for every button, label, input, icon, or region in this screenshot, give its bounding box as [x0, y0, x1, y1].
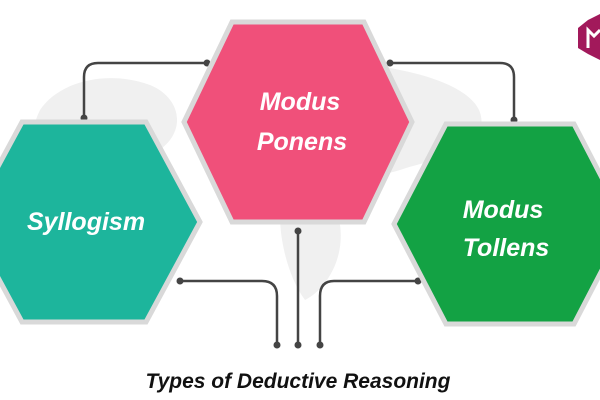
hexagon-modus-tollens: [391, 121, 600, 327]
connector-ponens-syllogism: [82, 61, 207, 118]
label-modus-ponens-line2: Ponens: [257, 128, 347, 156]
label-modus-tollens-line2: Tollens: [463, 234, 550, 262]
label-modus-tollens-line1: Modus: [463, 196, 544, 224]
node-modus-ponens: Modus Ponens: [181, 19, 415, 225]
hexagon-modus-ponens: [181, 19, 415, 225]
hexagon-logo-icon: [578, 14, 600, 60]
connector-tollens-bottom: [318, 279, 418, 345]
hexagon-syllogism: [0, 119, 203, 325]
connector-syllogism-bottom: [180, 279, 279, 345]
label-syllogism: Syllogism: [27, 208, 145, 236]
connector-dots: [80, 59, 518, 349]
connectors: [82, 61, 516, 345]
label-modus-ponens-line1: Modus: [260, 88, 341, 116]
node-modus-tollens: Modus Tollens: [391, 121, 600, 327]
connector-ponens-tollens: [390, 61, 516, 120]
node-syllogism: Syllogism: [0, 119, 203, 325]
diagram-caption: Types of Deductive Reasoning: [146, 370, 451, 393]
